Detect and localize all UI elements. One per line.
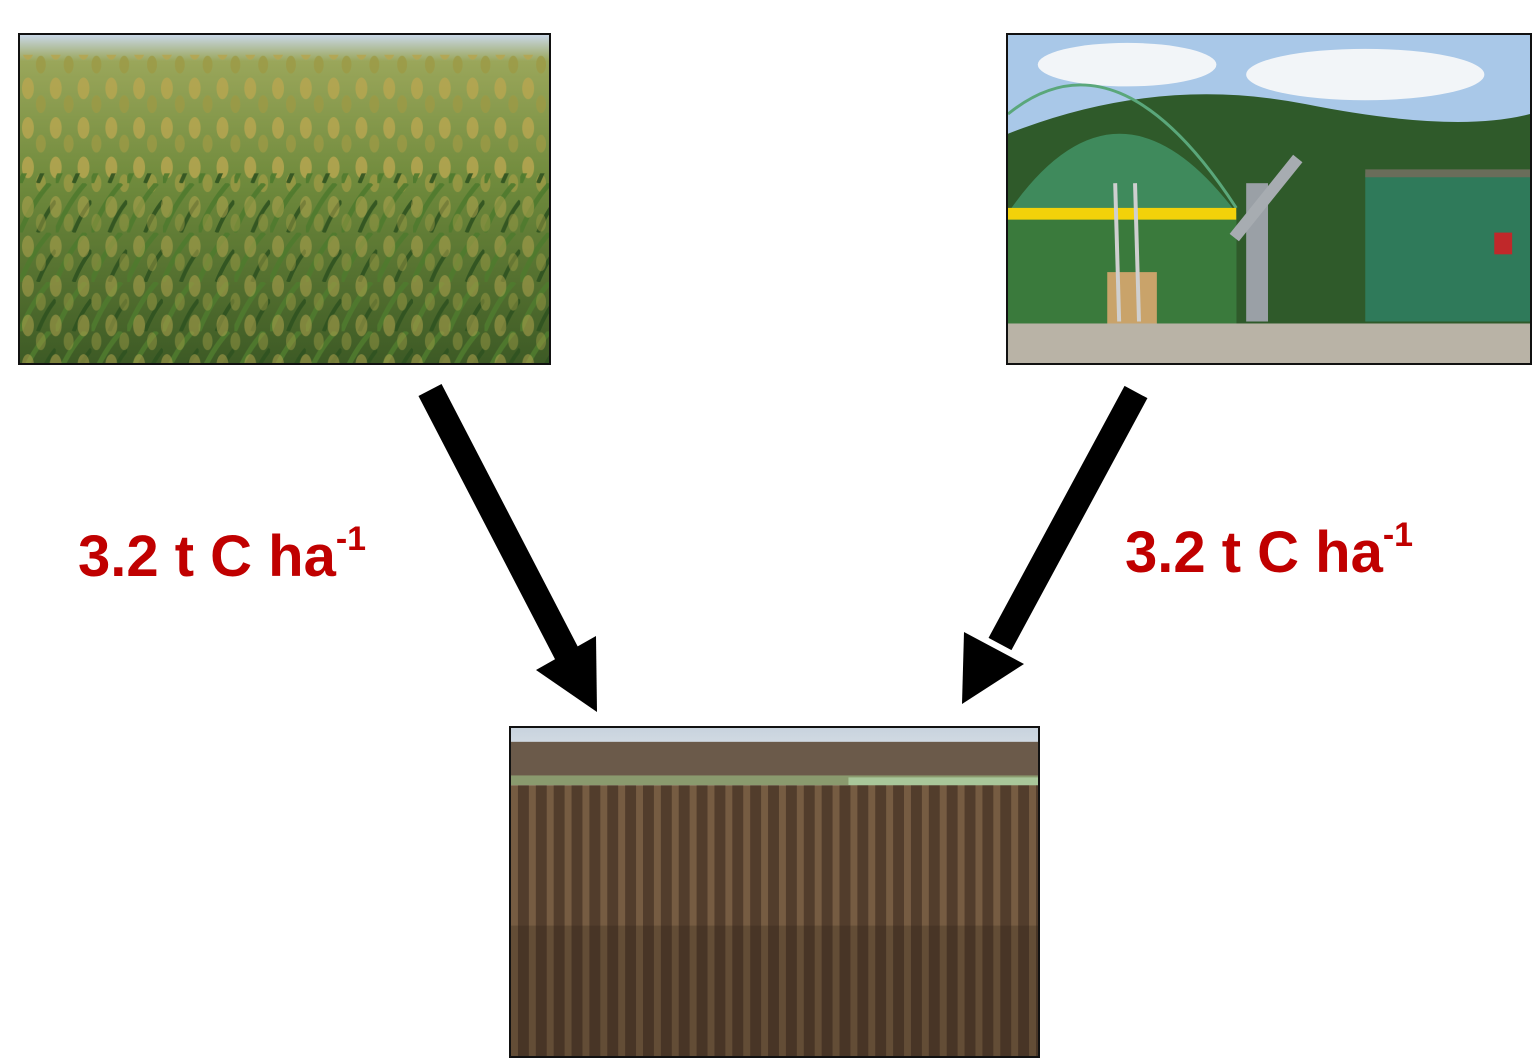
carbon-input-value-right: 3.2 t C ha bbox=[1125, 520, 1383, 585]
carbon-input-exponent-right: -1 bbox=[1382, 516, 1414, 554]
right-arrow bbox=[962, 385, 1148, 704]
ploughed-field-photo bbox=[509, 726, 1040, 1058]
sorghum-field-photo bbox=[18, 33, 551, 365]
biogas-plant-photo bbox=[1006, 33, 1532, 365]
carbon-input-label-left: 3.2 t C ha-1 bbox=[78, 522, 366, 586]
carbon-input-value-left: 3.2 t C ha bbox=[78, 524, 336, 589]
carbon-input-label-right: 3.2 t C ha-1 bbox=[1125, 518, 1413, 582]
carbon-input-exponent-left: -1 bbox=[335, 520, 367, 558]
left-arrow bbox=[418, 384, 597, 712]
